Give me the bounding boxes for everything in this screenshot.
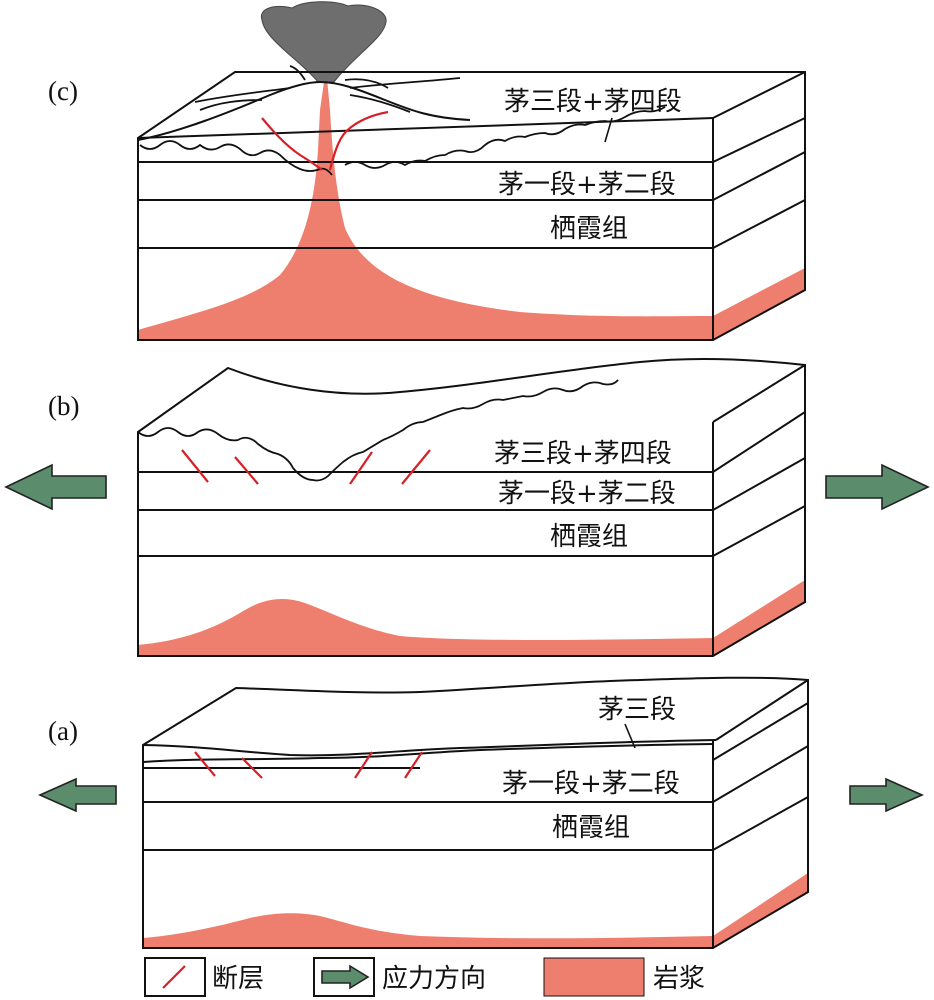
layer-low-a: 栖霞组 (552, 813, 630, 843)
layer-mid-c: 茅一段+茅二段 (498, 170, 676, 200)
block-a-outline (142, 676, 809, 949)
legend-magma-swatch (543, 957, 645, 997)
panel-a: (a) 茅三段 茅一段+茅二段 栖霞组 (38, 676, 924, 949)
magma-a-side (713, 873, 808, 948)
panel-c: (c) 茅三段+茅四段 茅一段+茅二段 栖霞组 (48, 1, 806, 341)
layer-top-a: 茅三段 (598, 695, 676, 725)
legend-stress-label: 应力方向 (382, 964, 486, 994)
legend-magma-label: 岩浆 (653, 964, 705, 994)
legend-stress-arrow-icon (321, 964, 370, 990)
block-b-outline (137, 358, 806, 657)
legend-fault-label: 断层 (212, 964, 264, 994)
panel-b: (b) 茅三段+茅四段 茅一段+茅二段 栖霞组 (4, 358, 930, 657)
top-surface-a (142, 739, 717, 757)
layer-top-c: 茅三段+茅四段 (504, 87, 682, 117)
fault-c (261, 110, 389, 171)
magma-b-side (713, 580, 805, 656)
volcanic-plume (260, 1, 387, 83)
fault-a (194, 751, 423, 779)
layer-mid-a: 茅一段+茅二段 (502, 769, 680, 799)
legend: 断层 应力方向 岩浆 (144, 957, 705, 997)
layer-low-c: 栖霞组 (550, 214, 628, 244)
panel-a-label: (a) (48, 716, 78, 746)
layer-low-b: 栖霞组 (550, 522, 628, 552)
layer-top-b: 茅三段+茅四段 (494, 439, 672, 469)
volcano-cone (137, 80, 471, 141)
block-c-outline (137, 71, 806, 341)
unconformity-c (139, 106, 666, 176)
stress-arrow-left-a (38, 777, 117, 813)
magma-c-side (713, 268, 805, 340)
cone-lines (194, 65, 461, 113)
legend-fault-icon (162, 965, 186, 989)
fault-b (181, 449, 431, 485)
unconformity-b (137, 379, 619, 482)
stress-arrow-left-b (4, 463, 107, 511)
panel-c-label: (c) (48, 76, 78, 106)
stress-arrow-right-b (825, 463, 930, 511)
panel-b-label: (b) (48, 391, 79, 421)
layer-mid-b: 茅一段+茅二段 (498, 479, 676, 509)
magma-b (138, 598, 713, 656)
magma-a (143, 913, 713, 948)
stress-arrow-right-a (849, 777, 924, 813)
